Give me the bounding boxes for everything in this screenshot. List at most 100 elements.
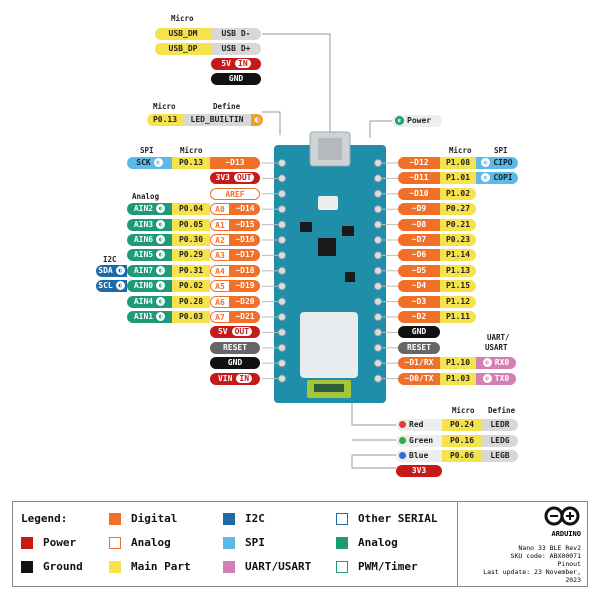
right-pin-d8: ~D8: [398, 218, 440, 231]
left-pin-spi: SCK◐: [127, 157, 172, 169]
led-define: LED_BUILTIN: [183, 114, 251, 126]
right-pin-d10: ~D10: [398, 187, 440, 200]
header-spi-left: SPI: [140, 146, 154, 155]
usb-connector-inner: [318, 138, 342, 160]
right-pin-micro: P1.15: [440, 280, 476, 293]
i2c-icon: ◐: [115, 281, 125, 291]
header-spi-right: SPI: [494, 146, 508, 155]
legend-swatch: [109, 561, 121, 573]
left-pin-spi-text: SCK: [136, 158, 151, 167]
rgb-led-name: Green: [409, 435, 434, 445]
left-pin-analog-channel: AIN4◐: [127, 295, 172, 308]
left-pin-pad: [277, 359, 287, 368]
right-pin-spi: ◐CIPO: [476, 157, 518, 169]
legend-item-i2c: I2C: [223, 512, 265, 526]
legend-item-uart-usart: UART/USART: [223, 560, 311, 574]
legend-swatch: [336, 513, 348, 525]
legend-swatch: [223, 537, 235, 549]
left-pin-pad: [277, 328, 287, 337]
right-pin-micro: P1.11: [440, 311, 476, 323]
right-pin-pad: [373, 189, 383, 198]
legend-swatch: [223, 561, 235, 573]
left-pin-analog-channel: AIN3◐: [127, 218, 172, 231]
legend-item-label: Analog: [131, 536, 171, 549]
right-pin-micro: P1.13: [440, 264, 476, 277]
chip-small-2: [342, 226, 354, 236]
rgb-led-define: LEDR: [482, 419, 518, 431]
analog-pwm-icon: ◐: [156, 219, 166, 229]
header-uart-right-1: UART/: [487, 333, 510, 342]
right-pin-pad: [373, 174, 383, 183]
left-pin-d21: ~D21: [230, 311, 260, 323]
legend-swatch: [21, 537, 33, 549]
info-updated: Last update: 23 November, 2023: [483, 568, 581, 584]
usb-dp-micro: USB_DP: [155, 43, 211, 55]
header-micro-right: Micro: [449, 146, 472, 155]
left-pin-pad: [277, 282, 287, 291]
power-led-text: Power: [407, 116, 432, 125]
left-pin-analog-text: AIN4: [133, 296, 154, 306]
left-pin-micro: P0.13: [172, 157, 210, 169]
chip-small-3: [345, 272, 355, 282]
left-pin-micro: P0.04: [172, 203, 210, 216]
usb-dp-label: USB D+: [211, 43, 261, 55]
right-pin-pad: [373, 235, 383, 245]
legend-swatch: [336, 537, 348, 549]
led-pwm-icon: ◐: [251, 114, 263, 126]
right-pin-gnd: GND: [398, 326, 440, 339]
left-pin-analog-channel: AIN7◐: [127, 264, 172, 277]
rgb-led-micro: P0.16: [442, 434, 482, 447]
left-pin-pad: [277, 343, 287, 352]
left-pin-gnd: GND: [210, 357, 260, 370]
legend-item-label: I2C: [245, 512, 265, 525]
legend-item-label: Analog: [358, 536, 398, 549]
usb-dm-micro: USB_DM: [155, 28, 211, 40]
legend-item-label: UART/USART: [245, 560, 312, 573]
header-define-led: Define: [488, 406, 516, 415]
header-pins: [277, 158, 383, 383]
left-pin-pad: [277, 297, 287, 306]
right-pin-uart: ◐TX0: [476, 372, 516, 385]
left-pin-pad: [277, 235, 287, 245]
left-pin-analog-text: AIN6: [133, 235, 154, 244]
left-pin-d14: ~D14: [230, 203, 260, 216]
legend-item-label: Other SERIAL: [358, 512, 438, 525]
rgb-led-name: Red: [409, 420, 424, 429]
left-pin-micro: P0.28: [172, 295, 210, 308]
right-pin-pad: [373, 359, 383, 368]
arduino-logo-icon: [544, 506, 580, 526]
right-pin-micro: P1.14: [440, 249, 476, 262]
header-i2c-left: I2C: [103, 255, 117, 264]
left-pin-d16: ~D16: [230, 234, 260, 246]
left-pin-analog-text: AIN2: [133, 204, 154, 214]
left-pin-analog: A3: [210, 249, 230, 262]
left-pin-analog-channel: AIN2◐: [127, 203, 172, 216]
rgb-dot-icon: [399, 436, 406, 444]
right-pin-micro: P1.08: [440, 157, 476, 169]
info-board: Nano 33 BLE Rev2: [518, 544, 581, 552]
left-pin-pad: [277, 189, 287, 198]
left-pin-analog: A7: [210, 311, 230, 323]
rgb-led-red: Red: [396, 419, 442, 431]
legend-item-label: Power: [43, 536, 77, 549]
right-pin-uart-text: RX0: [494, 358, 510, 368]
rgb-led-micro: P0.06: [442, 450, 482, 462]
left-pin-pad: [277, 266, 287, 275]
chip-main: [318, 238, 336, 256]
header-micro-mid: Micro: [153, 102, 176, 111]
uart-icon: ◐: [482, 373, 492, 383]
left-pin-pad: [277, 174, 287, 183]
ble-module: [300, 312, 358, 378]
right-pin-d0tx: ~D0/TX: [398, 372, 440, 385]
left-pin-reset: RESET: [210, 341, 260, 354]
left-pin-pad: [277, 312, 287, 322]
left-pin-analog: A2: [210, 234, 230, 246]
chip-small: [300, 222, 312, 232]
right-pin-pad: [373, 158, 383, 168]
right-pin-micro: P1.02: [440, 187, 476, 200]
right-pin-spi-text: COPI: [493, 173, 513, 183]
